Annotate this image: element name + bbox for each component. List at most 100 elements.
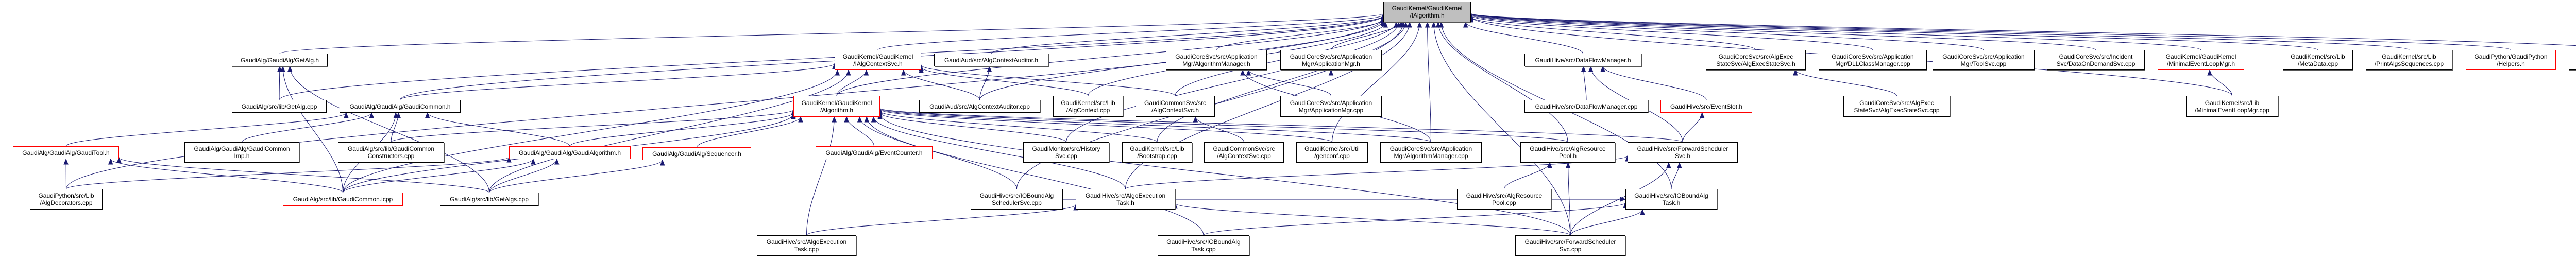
arrowhead-icon <box>287 65 293 72</box>
graph-node-algorithm-h[interactable]: GaudiKernel/GaudiKernel /Algorithm.h <box>793 96 880 117</box>
edge-getalg-cpp-to-root <box>279 15 1384 100</box>
edge-gaudicommon-icpp-to-getalg-h <box>282 66 343 193</box>
edge-historysvc-cpp-to-algorithm-h <box>879 113 1066 143</box>
arrowhead-icon <box>1581 65 1586 72</box>
edge-toolsvc-cpp-to-root <box>1470 14 1984 50</box>
edge-algdecorators-cpp-to-gaudialgorithm-h <box>66 156 510 189</box>
arrowhead-icon <box>1407 21 1412 28</box>
graph-node-minimaleventloopmgr-cpp[interactable]: GaudiKernel/src/Lib /MinimalEventLoopMgr… <box>2186 96 2278 117</box>
edge-algresourcepool-h-to-algorithm-h <box>879 108 1568 143</box>
graph-node-gaudicommonctor-cpp[interactable]: GaudiAlg/src/lib/GaudiCommon Constructor… <box>338 142 444 163</box>
edge-helpers-h-to-root <box>1470 13 2511 50</box>
graph-node-ioboundalgschedsvc-cpp[interactable]: GaudiHive/src/IOBoundAlg SchedulerSvc.cp… <box>971 189 1063 210</box>
graph-node-genconf-cpp[interactable]: GaudiKernel/src/Util /genconf.cpp <box>1296 142 1368 163</box>
graph-node-gaudicommon-icpp[interactable]: GaudiAlg/src/lib/GaudiCommon.icpp <box>283 193 403 206</box>
graph-node-applicationmgr-cpp[interactable]: GaudiCoreSvc/src/Application Mgr/Applica… <box>1280 96 1382 117</box>
graph-node-algexecstatesvc-h[interactable]: GaudiCoreSvc/src/AlgExec StateSvc/AlgExe… <box>1706 50 1806 70</box>
arrowhead-icon <box>2207 69 2212 76</box>
graph-node-metadatasvc-cpp[interactable]: GaudiSvc/src/MetaDataSvc /MetaDataSvc.cp… <box>2569 50 2576 70</box>
edge-genconf-cpp-to-algorithm-h <box>879 109 1332 143</box>
graph-node-sequencer-h[interactable]: GaudiAlg/GaudiAlg/Sequencer.h <box>642 147 751 160</box>
graph-node-algoexectask-h[interactable]: GaudiHive/src/AlgoExecution Task.h <box>1076 189 1175 210</box>
graph-node-historysvc-cpp[interactable]: GaudiMonitor/src/History Svc.cpp <box>1023 142 1109 163</box>
graph-node-getalg-h[interactable]: GaudiAlg/GaudiAlg/GetAlg.h <box>232 54 328 66</box>
arrowhead-icon <box>1435 21 1441 28</box>
edge-metadata-cpp-to-root <box>1470 13 2318 50</box>
graph-node-ialgcontextsvc-h[interactable]: GaudiKernel/GaudiKernel /IAlgContextSvc.… <box>835 50 921 70</box>
graph-node-ioboundalgtask-h[interactable]: GaudiHive/src/IOBoundAlg Task.h <box>1625 189 1717 210</box>
edge-algcontextsvc-h-to-ialgcontextsvc-h <box>921 65 1176 96</box>
graph-node-eventcounter-h[interactable]: GaudiAlg/GaudiAlg/EventCounter.h <box>816 146 933 159</box>
graph-node-algdecorators-cpp[interactable]: GaudiPython/src/Lib /AlgDecorators.cpp <box>30 189 103 210</box>
edge-algresourcepool-cpp-to-algresourcepool-h <box>1504 162 1550 189</box>
graph-node-dataflowmanager-cpp[interactable]: GaudiHive/src/DataFlowManager.cpp <box>1524 100 1648 113</box>
edge-minimaleventloopmgr-h-to-root <box>1470 13 2201 50</box>
graph-node-algcontextsvc-h[interactable]: GaudiCommonSvc/src /AlgContextSvc.h <box>1136 96 1215 117</box>
graph-node-dllclassmanager-cpp[interactable]: GaudiCoreSvc/src/Application Mgr/DLLClas… <box>1819 50 1927 70</box>
edge-getalgs-cpp-to-ialgcontextsvc-h <box>489 69 849 193</box>
edge-genconf-cpp-to-root <box>1332 22 1420 143</box>
graph-node-algorithmmanager-h[interactable]: GaudiCoreSvc/src/Application Mgr/Algorit… <box>1166 50 1267 70</box>
graph-node-algorithmmanager-cpp[interactable]: GaudiCoreSvc/src/Application Mgr/Algorit… <box>1380 142 1482 163</box>
arrowhead-icon <box>1463 21 1468 28</box>
graph-node-algexecstatesvc-cpp[interactable]: GaudiCoreSvc/src/AlgExec StateSvc/AlgExe… <box>1843 96 1950 117</box>
graph-node-algcontextauditor-cpp[interactable]: GaudiAud/src/AlgContextAuditor.cpp <box>919 100 1040 113</box>
graph-node-dataflowmanager-h[interactable]: GaudiHive/src/DataFlowManager.h <box>1524 54 1641 66</box>
arrowhead-icon <box>1193 116 1198 123</box>
edge-dataondemandsvc-cpp-to-root <box>1470 14 2096 50</box>
arrowhead-icon <box>108 158 113 165</box>
graph-node-bootstrap-cpp[interactable]: GaudiKernel/src/Lib /Bootstrap.cpp <box>1122 142 1192 163</box>
arrowhead-icon <box>369 112 375 118</box>
graph-node-algcontextsvc-cpp[interactable]: GaudiCommonSvc/src /AlgContextSvc.cpp <box>1204 142 1284 163</box>
arrowhead-icon <box>393 112 398 118</box>
arrowhead-icon <box>798 116 803 123</box>
edge-ioboundalgschedsvc-cpp-to-algorithm-h <box>859 116 1017 189</box>
arrowhead-icon <box>1246 69 1251 76</box>
edge-forwardschedsvc-h-to-algorithm-h <box>879 108 1683 143</box>
graph-node-eventslot-h[interactable]: GaudiHive/src/EventSlot.h <box>1660 100 1752 113</box>
graph-node-dataondemandsvc-cpp[interactable]: GaudiCoreSvc/src/Incident Svc/DataOnDema… <box>2047 50 2145 70</box>
arrowhead-icon <box>871 116 876 123</box>
edge-gaudicommonctor-cpp-to-algorithm-h <box>391 109 794 143</box>
graph-node-minimaleventloopmgr-h[interactable]: GaudiKernel/GaudiKernel /MinimalEventLoo… <box>2158 50 2244 70</box>
graph-node-printalgssequences-cpp[interactable]: GaudiKernel/src/Lib /PrintAlgsSequences.… <box>2366 50 2452 70</box>
graph-node-metadata-cpp[interactable]: GaudiKernel/src/Lib /MetaData.cpp <box>2283 50 2353 70</box>
graph-node-applicationmgr-h[interactable]: GaudiCoreSvc/src/Application Mgr/Applica… <box>1280 50 1382 70</box>
graph-node-algresourcepool-cpp[interactable]: GaudiHive/src/AlgResource Pool.cpp <box>1457 189 1551 210</box>
arrowhead-icon <box>863 69 869 76</box>
graph-node-forwardschedsvc-cpp[interactable]: GaudiHive/src/ForwardScheduler Svc.cpp <box>1515 235 1625 256</box>
arrowhead-icon <box>1699 112 1705 118</box>
graph-node-forwardschedsvc-h[interactable]: GaudiHive/src/ForwardScheduler Svc.h <box>1628 142 1738 163</box>
graph-node-helpers-h[interactable]: GaudiPython/GaudiPython /Helpers.h <box>2466 50 2556 70</box>
arrowhead-icon <box>1588 65 1594 72</box>
edge-metadatasvc-cpp-to-root <box>1470 13 2576 46</box>
arrowhead-icon <box>1381 19 1386 25</box>
edge-bootstrap-cpp-to-algorithm-h <box>879 111 1158 143</box>
edge-historysvc-cpp-to-root <box>1066 22 1399 143</box>
graph-node-getalg-cpp[interactable]: GaudiAlg/src/lib/GetAlg.cpp <box>232 100 327 113</box>
edge-gaudialgorithm-h-to-algorithm-h <box>569 112 794 147</box>
edge-gaudicommon-h-to-ialgcontextsvc-h <box>400 63 835 100</box>
edge-algresourcepool-h-to-root <box>1438 22 1568 143</box>
edge-algorithm-h-to-ialgcontextsvc-h <box>836 69 867 96</box>
graph-node-algcontext-cpp[interactable]: GaudiKernel/src/Lib /AlgContext.cpp <box>1053 96 1123 117</box>
graph-node-gaudicommon-h[interactable]: GaudiAlg/GaudiAlg/GaudiCommon.h <box>340 100 461 113</box>
graph-node-gaudialgorithm-h[interactable]: GaudiAlg/GaudiAlg/GaudiAlgorithm.h <box>509 146 631 159</box>
arrowhead-icon <box>1400 21 1406 28</box>
arrowhead-icon <box>835 69 840 76</box>
arrowhead-icon <box>554 158 560 165</box>
graph-node-toolsvc-cpp[interactable]: GaudiCoreSvc/src/Application Mgr/ToolSvc… <box>1933 50 2035 70</box>
graph-node-ioboundalgtask-cpp[interactable]: GaudiHive/src/IOBoundAlg Task.cpp <box>1158 235 1249 256</box>
edge-ioboundalgtask-cpp-to-ioboundalgtask-h <box>1203 202 1626 236</box>
graph-node-gauditool-h[interactable]: GaudiAlg/GaudiAlg/GaudiTool.h <box>13 146 119 159</box>
edge-sequencer-h-to-algorithm-h <box>697 116 801 148</box>
arrowhead-icon <box>277 65 282 72</box>
edge-algorithm-h-to-root <box>836 18 1384 96</box>
graph-node-algresourcepool-h[interactable]: GaudiHive/src/AlgResource Pool.h <box>1520 142 1615 163</box>
edge-algoexectask-cpp-to-algorithm-h <box>806 116 835 236</box>
graph-node-gaudicommonimp-h[interactable]: GaudiAlg/GaudiAlg/GaudiCommon Imp.h <box>184 142 299 163</box>
graph-node-algcontextauditor-h[interactable]: GaudiAud/src/AlgContextAuditor.h <box>934 54 1048 66</box>
graph-node-algoexectask-cpp[interactable]: GaudiHive/src/AlgoExecution Task.cpp <box>757 235 856 256</box>
graph-node-getalgs-cpp[interactable]: GaudiAlg/src/lib/GetAlgs.cpp <box>440 193 538 206</box>
edge-dllclassmanager-cpp-to-root <box>1470 15 1873 50</box>
